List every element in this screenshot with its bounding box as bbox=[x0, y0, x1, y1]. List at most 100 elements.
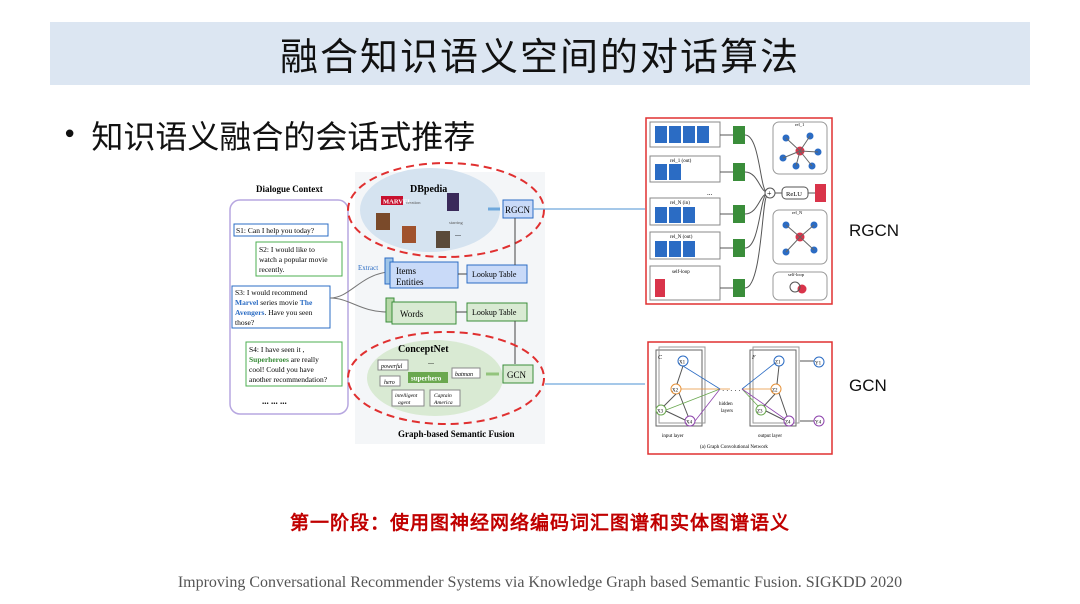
rgcn-weight bbox=[733, 205, 745, 223]
s4-line: cool! Could you have bbox=[249, 365, 314, 374]
words-box bbox=[391, 301, 457, 325]
rgcn-cell bbox=[669, 164, 681, 180]
x-node-label: X4 bbox=[686, 421, 693, 426]
rgcn-weight bbox=[733, 239, 745, 257]
s4-line: S4: I have seen it , bbox=[249, 345, 305, 354]
s3-bubble bbox=[231, 285, 331, 329]
rgcn-cell bbox=[669, 126, 681, 143]
entities-label: Entities bbox=[396, 277, 424, 287]
s3-the: The bbox=[300, 298, 313, 307]
rgcn-row-label: rel_N (out) bbox=[670, 235, 693, 240]
cn-node-label: powerful bbox=[380, 363, 403, 370]
conceptnet-title: ConceptNet bbox=[398, 344, 449, 355]
x-node-label: X1 bbox=[679, 361, 686, 366]
db-relation: starring bbox=[449, 220, 463, 225]
stage-description: 第一阶段：使用图神经网络编码词汇图谱和实体图谱语义 bbox=[289, 512, 790, 534]
s4-line: another recommendation? bbox=[249, 375, 328, 384]
reln-edges bbox=[785, 224, 815, 253]
cn-node-label: superhero bbox=[411, 375, 442, 383]
rgcn-cell bbox=[683, 207, 695, 223]
lookup-label: Lookup Table bbox=[472, 270, 517, 279]
bullet-dot-icon: • bbox=[62, 120, 78, 150]
x-node-label: X2 bbox=[672, 389, 679, 394]
rgcn-cell bbox=[655, 207, 667, 223]
x-node-label: X3 bbox=[657, 410, 664, 415]
s2-line: watch a popular movie bbox=[259, 255, 328, 264]
rgcn-weight bbox=[733, 126, 745, 144]
rgcn-weight bbox=[733, 279, 745, 297]
dbpedia-title: DBpedia bbox=[410, 184, 447, 195]
s4-bubble bbox=[245, 341, 343, 387]
s4-rest: are really bbox=[289, 355, 319, 364]
rel1-edges bbox=[782, 135, 819, 167]
db-dots: ... bbox=[455, 229, 461, 238]
z-node-label: Z4 bbox=[785, 421, 791, 426]
s2-line: S2: I would like to bbox=[259, 245, 315, 254]
s3-line: S3: I would recommend bbox=[235, 288, 308, 297]
output-layer-label: output layer bbox=[758, 434, 782, 439]
y-node-label: Y1 bbox=[815, 362, 822, 367]
gcn-c: C bbox=[658, 355, 663, 361]
rgcn-row-label: rel_N (in) bbox=[670, 201, 690, 206]
hidden-label: hidden bbox=[719, 402, 733, 407]
y-node-label: Y4 bbox=[815, 421, 822, 426]
gcn-f: F bbox=[751, 355, 756, 361]
s3-marvel: Marvel bbox=[235, 298, 258, 307]
extract-label: Extract bbox=[358, 264, 378, 272]
cn-node bbox=[377, 359, 409, 371]
words-label: Words bbox=[400, 309, 424, 319]
z-node-label: Z2 bbox=[772, 389, 778, 394]
dialogue-frame bbox=[229, 199, 349, 415]
s1-bubble bbox=[233, 223, 329, 237]
dbpedia-dashed-circle bbox=[347, 162, 545, 258]
z-node-label: Z1 bbox=[775, 361, 781, 366]
rgcn-weight bbox=[733, 163, 745, 181]
cn-node bbox=[379, 375, 401, 387]
extract-line bbox=[329, 271, 389, 299]
gcn-input-edges bbox=[663, 365, 689, 421]
cn-node-label: batman bbox=[455, 372, 473, 378]
rgcn-cell bbox=[669, 241, 681, 257]
cn-node-label: hero bbox=[384, 380, 395, 386]
marvel-logo bbox=[381, 196, 403, 205]
items-label: Items bbox=[396, 266, 416, 276]
citation: Improving Conversational Recommender Sys… bbox=[177, 574, 903, 591]
s3-line: those? bbox=[235, 318, 255, 327]
y-node bbox=[813, 356, 825, 368]
dialogue-title: Dialogue Context bbox=[256, 184, 323, 194]
s3-line: Marvel series movie The bbox=[235, 298, 313, 307]
cn-node bbox=[429, 389, 461, 407]
bullet-text: 知识语义融合的会话式推荐 bbox=[91, 118, 476, 156]
gcn-caption: (a) Graph Convolutional Network bbox=[700, 445, 768, 450]
actor-photo bbox=[376, 213, 390, 230]
s4-line: Superheroes are really bbox=[249, 355, 319, 364]
s4-superheroes: Superheroes bbox=[249, 355, 289, 364]
extract-line bbox=[329, 297, 389, 313]
cn-node-superhero bbox=[408, 372, 448, 383]
z-node-label: Z3 bbox=[757, 410, 763, 415]
cn-node bbox=[391, 389, 425, 407]
dialogue-ellipsis: ... ... ... bbox=[262, 396, 287, 406]
rgcn-box-label: RGCN bbox=[505, 205, 531, 215]
plus-sign: + bbox=[767, 189, 772, 198]
reln-label: rel_N bbox=[792, 210, 803, 215]
rgcn-cell bbox=[669, 207, 681, 223]
s2-line: recently. bbox=[259, 265, 285, 274]
s2-bubble bbox=[255, 241, 343, 277]
s3-line: Avengers. Have you seen bbox=[235, 308, 313, 317]
conceptnet-dashed-circle bbox=[347, 331, 545, 425]
rgcn-cell bbox=[683, 241, 695, 257]
rgcn-input-blocks: rel_1 (out) ... rel_N (in) rel_N (out) s… bbox=[649, 121, 745, 301]
gcn-box bbox=[502, 364, 534, 384]
db-relation: creation bbox=[406, 200, 421, 205]
bullet-item: • 知识语义融合的会话式推荐 bbox=[62, 112, 475, 158]
rgcn-cell bbox=[655, 126, 667, 143]
rel1-label: rel_1 bbox=[795, 122, 804, 127]
z-node bbox=[783, 415, 795, 427]
slide-title: 融合知识语义空间的对话算法 bbox=[279, 35, 800, 79]
s3-mid: series movie bbox=[258, 298, 299, 307]
actor-photo bbox=[436, 231, 450, 248]
z-node bbox=[755, 404, 767, 416]
y-node bbox=[813, 415, 825, 427]
